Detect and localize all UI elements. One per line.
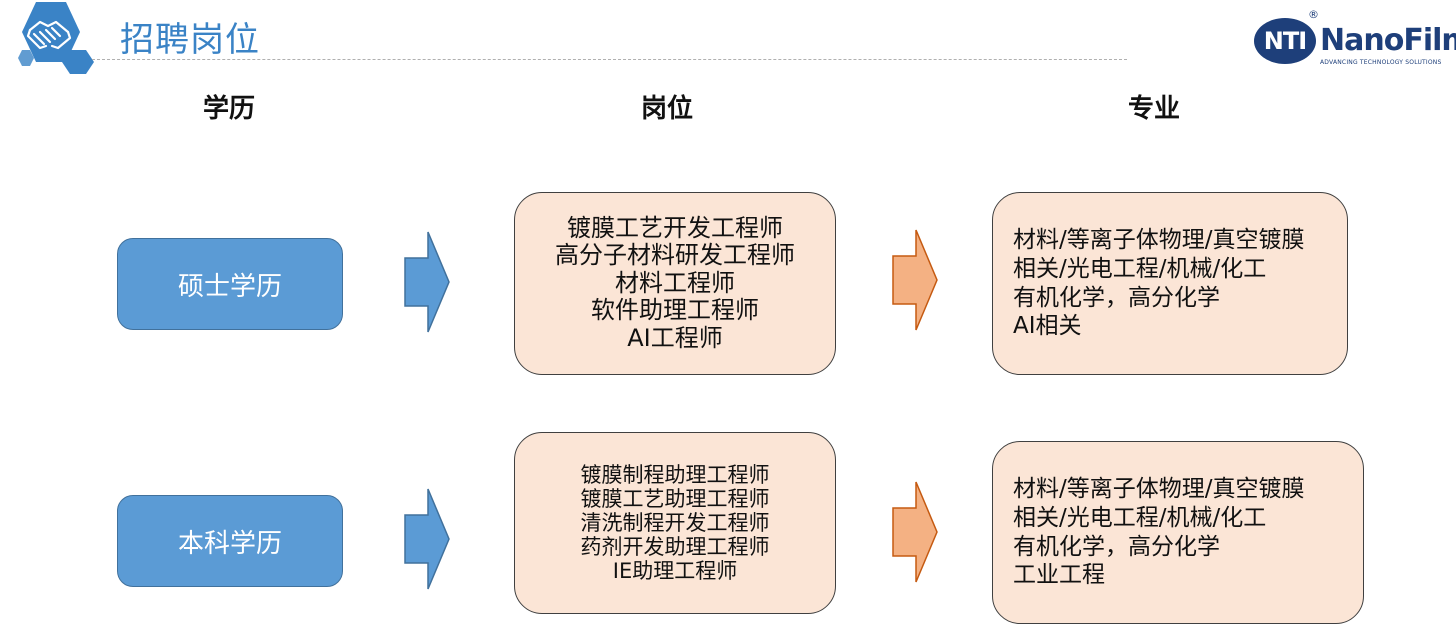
logo-badge: NTI <box>1254 18 1316 64</box>
handshake-icon <box>18 2 94 74</box>
position-item: 清洗制程开发工程师 <box>580 510 770 535</box>
degree-box-master: 硕士学历 <box>117 238 343 330</box>
major-item: AI相关 <box>1013 313 1082 340</box>
arrow-blue-icon <box>404 488 450 590</box>
position-item: 镀膜工艺开发工程师 <box>567 213 783 242</box>
logo-wordmark: NanoFilm <box>1320 23 1456 58</box>
position-item: 药剂开发助理工程师 <box>580 535 770 560</box>
page-title: 招聘岗位 <box>120 20 260 60</box>
degree-box-bachelor: 本科学历 <box>117 495 343 587</box>
majors-box-master: 材料/等离子体物理/真空镀膜 相关/光电工程/机械/化工 有机化学，高分化学 A… <box>992 192 1348 375</box>
major-item: 相关/光电工程/机械/化工 <box>1013 255 1267 282</box>
major-item: 有机化学，高分化学 <box>1013 284 1220 311</box>
position-item: 高分子材料研发工程师 <box>555 241 795 270</box>
major-item: 材料/等离子体物理/真空镀膜 <box>1013 475 1305 502</box>
position-item: 镀膜工艺助理工程师 <box>580 486 770 511</box>
position-item: 材料工程师 <box>615 268 735 297</box>
arrow-blue-icon <box>404 231 450 333</box>
heading-position: 岗位 <box>641 94 694 124</box>
positions-box-bachelor: 镀膜制程助理工程师 镀膜工艺助理工程师 清洗制程开发工程师 药剂开发助理工程师 … <box>514 432 836 614</box>
arrow-orange-icon <box>892 481 938 583</box>
position-item: IE助理工程师 <box>612 559 738 584</box>
position-item: 镀膜制程助理工程师 <box>580 462 770 487</box>
major-item: 相关/光电工程/机械/化工 <box>1013 504 1267 531</box>
positions-box-master: 镀膜工艺开发工程师 高分子材料研发工程师 材料工程师 软件助理工程师 AI工程师 <box>514 192 836 375</box>
degree-label: 本科学历 <box>177 528 282 559</box>
logo-tagline: ADVANCING TECHNOLOGY SOLUTIONS <box>1320 59 1442 66</box>
major-item: 有机化学，高分化学 <box>1013 533 1220 560</box>
heading-major: 专业 <box>1128 94 1181 124</box>
heading-degree: 学历 <box>203 94 256 124</box>
position-item: AI工程师 <box>627 323 723 352</box>
position-item: 软件助理工程师 <box>591 296 759 325</box>
majors-box-bachelor: 材料/等离子体物理/真空镀膜 相关/光电工程/机械/化工 有机化学，高分化学 工… <box>992 441 1364 624</box>
nanofilm-logo: NTI ® NanoFilm ADVANCING TECHNOLOGY SOLU… <box>1250 8 1456 72</box>
major-item: 材料/等离子体物理/真空镀膜 <box>1013 226 1305 253</box>
degree-label: 硕士学历 <box>177 271 282 302</box>
logo-registered-mark: ® <box>1308 8 1319 21</box>
header-divider <box>92 59 1127 60</box>
major-item: 工业工程 <box>1013 562 1105 589</box>
arrow-orange-icon <box>892 229 938 331</box>
